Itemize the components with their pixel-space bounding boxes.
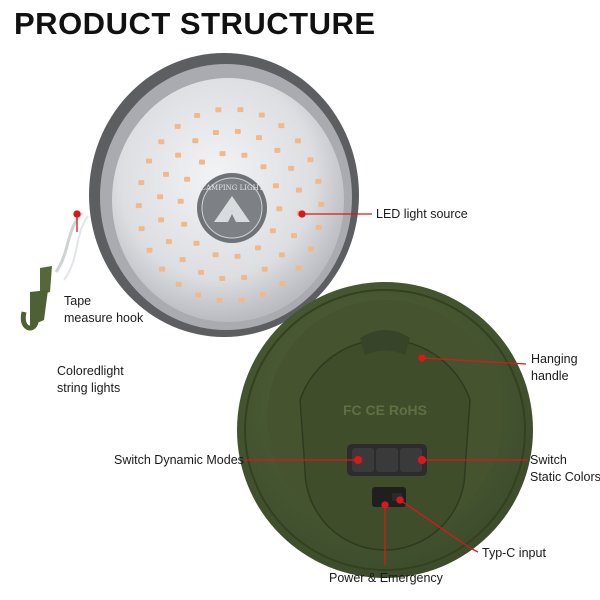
led-dot [192,138,199,144]
label-power: Power & Emergency [329,571,443,585]
led-dot [219,276,226,281]
button-cluster [347,444,427,476]
led-dot [259,292,266,297]
led-dot [279,281,286,287]
led-dot [278,123,285,129]
led-dot [175,281,182,287]
label-switch-static-line1: Switch [530,453,567,467]
led-dot [184,176,191,182]
led-dot [212,252,219,258]
label-hanging-line1: Hanging [531,352,578,366]
callout-handle-dot [418,354,426,362]
led-dot [256,135,262,141]
label-tape-hook-line1: Tape [64,294,92,308]
tent-logo-icon [214,196,250,222]
label-switch-static: Switch Static Colors [530,452,600,486]
label-tape-hook: Tape measure hook [64,293,143,327]
led-dot [295,187,302,193]
led-dot [241,275,248,280]
led-dot [237,107,244,113]
led-dot [295,265,302,271]
led-dot [199,159,205,165]
led-dot [157,194,164,200]
led-dot [234,253,241,259]
label-led-source: LED light source [376,207,468,221]
led-dot [174,123,181,129]
led-dot [288,165,295,171]
tape-measure-hook [20,211,89,331]
switch-dynamic-button[interactable] [352,448,374,472]
led-dot [216,297,223,303]
led-dot [163,171,169,177]
led-dot [177,198,184,204]
led-dot [261,266,268,272]
led-dot [294,138,301,144]
led-dot [158,139,165,145]
callout-typec-line [399,499,479,553]
callout-string-dot [73,210,81,218]
callout-handle-line [421,357,527,365]
led-dot [193,240,200,246]
led-dot [291,233,297,239]
led-dot [307,157,314,163]
callout-static-dot [417,455,427,465]
led-dot [194,113,201,118]
callout-power-dot [381,501,389,509]
switch-static-button[interactable] [400,448,422,472]
led-dot [278,252,285,258]
led-dot [138,180,145,186]
label-string-lights: Coloredlight string lights [57,363,124,397]
led-dot [198,269,204,275]
led-dot [318,201,325,207]
led-dot [315,224,322,230]
label-string-lights-line1: Coloredlight [57,364,124,378]
led-dot [238,297,245,303]
led-dot [179,257,186,263]
led-dot [241,152,248,158]
led-dot [255,245,261,251]
led-dot [159,266,166,272]
callout-typec-dot [396,496,404,504]
led-dot [135,203,142,209]
callouts [73,210,528,565]
led-dot [146,158,152,164]
led-dot [158,217,165,223]
badge-text: CAMPING LIGHT [201,184,264,192]
led-dot [215,107,222,113]
label-string-lights-line2: string lights [57,381,121,395]
lamp-front: CAMPING LIGHT [89,53,359,337]
callout-led-dot [298,210,306,218]
led-dot [165,239,172,245]
led-dot [234,129,241,134]
led-dot [260,164,267,170]
led-dot [175,152,182,158]
led-array [135,107,325,303]
center-button[interactable] [376,448,398,472]
label-typec: Typ-C input [482,546,546,560]
led-dot [272,183,279,189]
label-hanging-handle: Hanging handle [531,351,578,385]
led-dot [146,247,153,253]
page-title: PRODUCT STRUCTURE [14,6,376,41]
led-dot [195,292,202,298]
callout-dynamic-dot [353,455,363,465]
led-dot [181,221,188,227]
label-switch-static-line2: Static Colors [530,470,600,484]
led-dot [274,147,281,153]
led-dot [269,228,276,234]
label-tape-hook-line2: measure hook [64,311,144,325]
led-dot [258,112,265,118]
led-dot [315,178,322,184]
led-dot [212,130,219,135]
label-hanging-line2: handle [531,369,569,383]
led-dot [219,151,226,157]
led-dot [138,226,145,232]
led-dot [308,246,314,252]
led-dot [276,206,283,212]
cert-marks: FC CE RoHS [343,402,427,418]
lamp-back: FC CE RoHS [237,282,533,578]
label-switch-dynamic: Switch Dynamic Modes [114,453,244,467]
